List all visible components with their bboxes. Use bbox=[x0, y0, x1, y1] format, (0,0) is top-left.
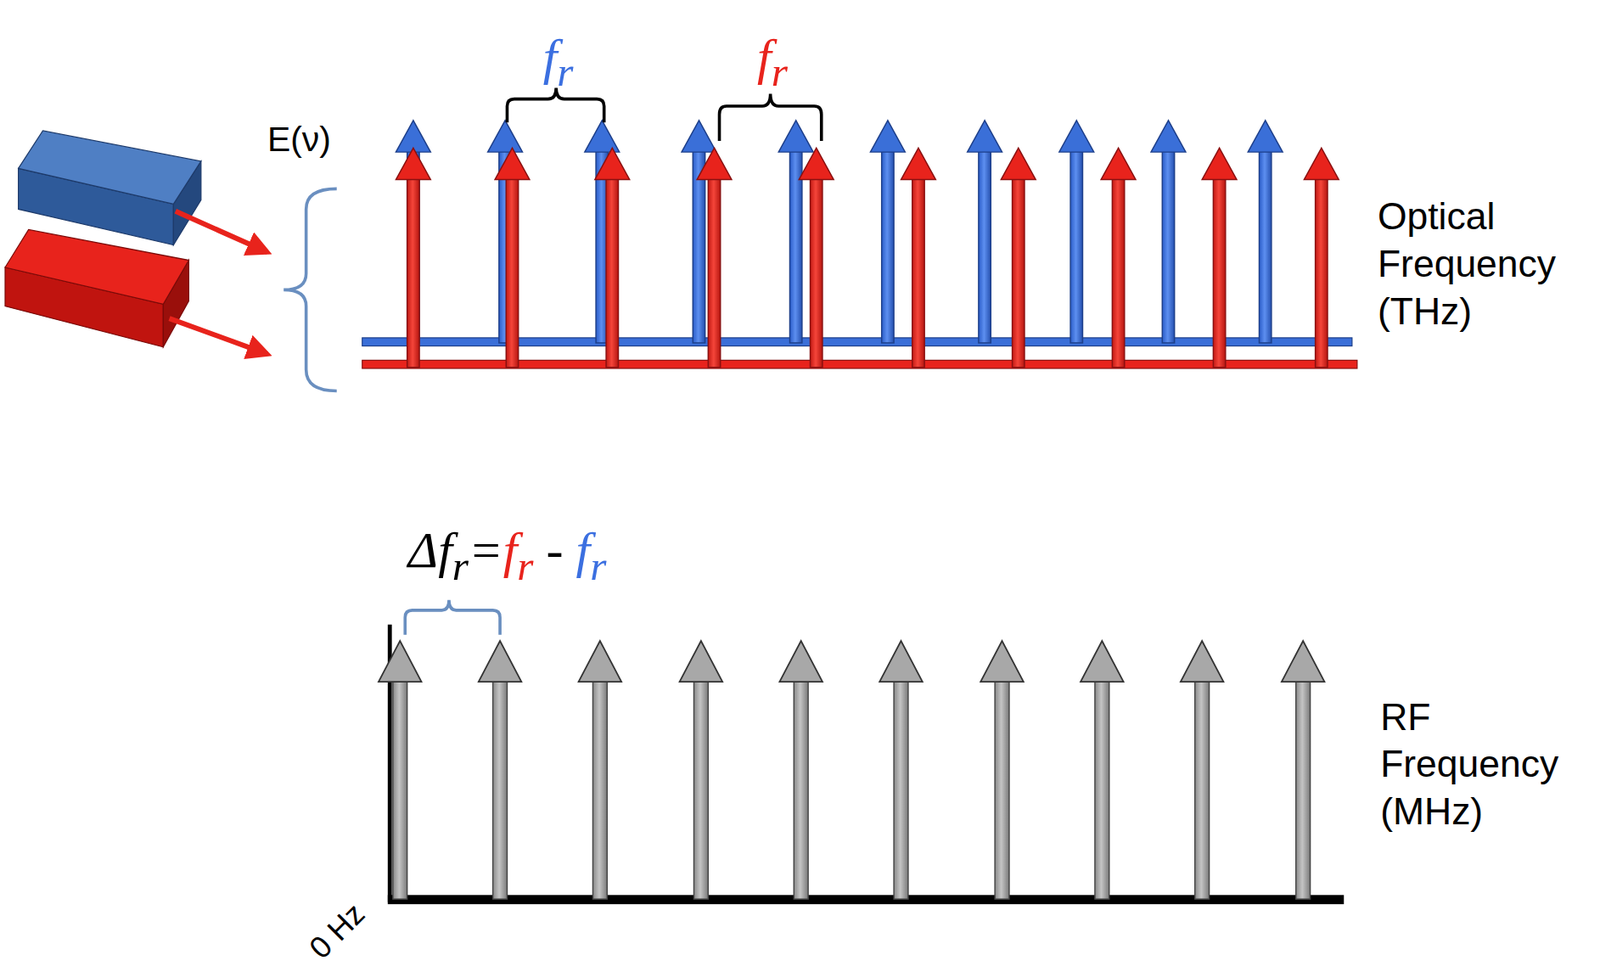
difference-formula: = bbox=[468, 521, 504, 579]
blue-laser bbox=[18, 130, 202, 246]
brace bbox=[283, 188, 337, 391]
axis-title-group: Optical Frequency (THz) bbox=[1377, 193, 1595, 336]
difference-formula: Δf bbox=[408, 521, 453, 579]
axis-title: Optical Frequency (THz) bbox=[1377, 196, 1556, 332]
difference-formula-group: Δfr=fr-fr bbox=[408, 522, 607, 590]
red-comb bbox=[395, 147, 1339, 367]
difference-formula: - bbox=[546, 521, 564, 579]
axis-label: E(ν) bbox=[267, 119, 332, 159]
difference-formula: f bbox=[503, 521, 518, 579]
rep-rate-label: r bbox=[556, 48, 573, 96]
rep-rate-label-group: fr bbox=[543, 28, 574, 96]
difference-formula: r bbox=[589, 542, 607, 590]
axis-title: RF Frequency (MHz) bbox=[1380, 696, 1559, 832]
axis-label-group: E(ν) bbox=[267, 120, 332, 159]
difference-formula: r bbox=[452, 542, 469, 590]
rep-rate-label: r bbox=[771, 48, 788, 96]
rep-rate-label-group: fr bbox=[757, 28, 788, 96]
zero-label-group: 0 Hz bbox=[302, 896, 371, 965]
zero-label: 0 Hz bbox=[302, 896, 371, 965]
beam-arrow bbox=[175, 211, 268, 253]
spacing-brace bbox=[719, 94, 822, 141]
spacing-brace bbox=[404, 600, 500, 635]
rep-rate-label: f bbox=[543, 27, 558, 85]
blue-comb bbox=[395, 120, 1283, 343]
rf-comb bbox=[378, 640, 1325, 899]
difference-formula: r bbox=[516, 542, 534, 590]
axis-title-group: RF Frequency (MHz) bbox=[1380, 693, 1597, 836]
red-laser bbox=[5, 229, 189, 347]
difference-formula: f bbox=[576, 521, 591, 579]
beam-arrow bbox=[169, 318, 268, 354]
rep-rate-label: f bbox=[757, 27, 772, 85]
spacing-brace bbox=[506, 87, 604, 123]
